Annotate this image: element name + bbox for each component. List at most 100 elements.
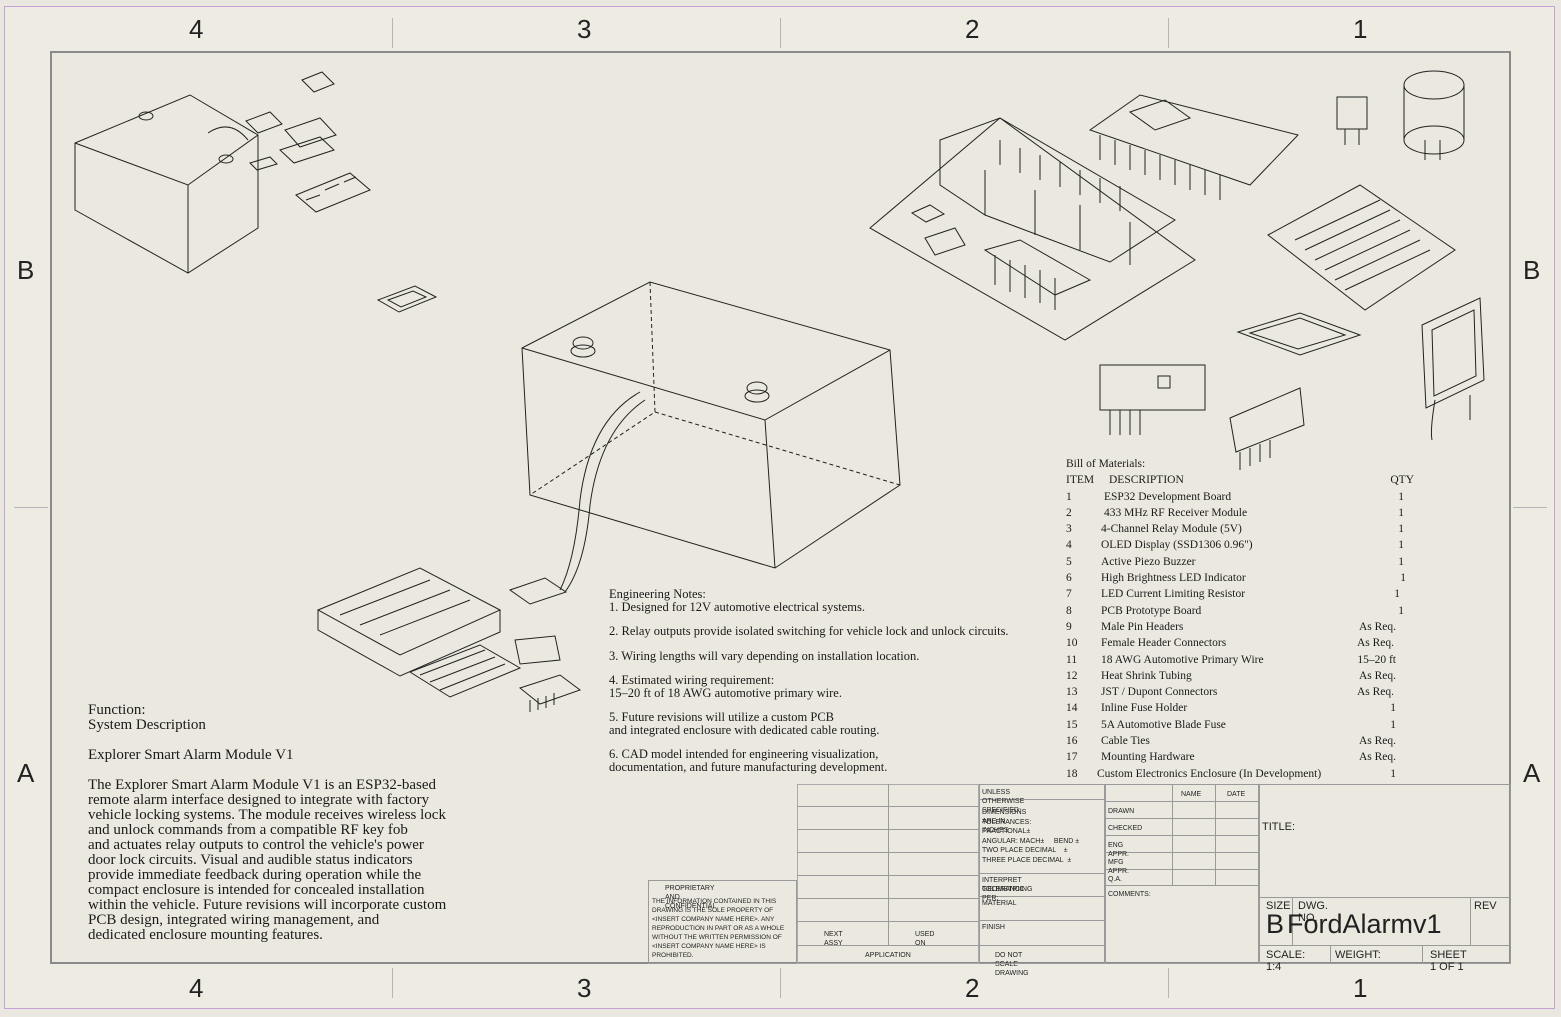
zone-col-4-bottom: 4	[189, 973, 204, 1003]
tolerance-box	[979, 784, 1105, 964]
bom-item: 13	[1066, 686, 1078, 699]
bom-item: 11	[1066, 653, 1078, 666]
bom-qty: As Req.	[1358, 620, 1396, 633]
comments-label: COMMENTS:	[1108, 891, 1151, 898]
note-4: 4. Estimated wiring requirement: 15–20 f…	[609, 673, 842, 700]
zone-tick	[780, 18, 781, 48]
bom-qty: 1	[1398, 555, 1404, 568]
bom-description: 4-Channel Relay Module (5V)	[1101, 523, 1242, 536]
zone-tick	[780, 968, 781, 998]
bom-item: 15	[1066, 718, 1078, 731]
rev-label: REV	[1474, 900, 1497, 912]
dwg-no-value: FordAlarmv1	[1287, 909, 1442, 939]
components-cluster-bottomleft	[316, 567, 582, 712]
bom-heading: Bill of Materials:	[1066, 458, 1146, 470]
dwg-no-label: DWG. NO.	[1298, 900, 1328, 924]
enclosure-large-view	[521, 281, 901, 593]
enclosure-small-view	[74, 94, 259, 274]
interpret-label: INTERPRET GEOMETRIC	[982, 877, 1025, 893]
zone-col-4-top: 4	[189, 14, 204, 44]
bom-description: High Brightness LED Indicator	[1101, 572, 1246, 585]
function-heading: Function:	[88, 702, 146, 718]
components-cluster-topleft	[245, 71, 438, 313]
zone-col-2-top: 2	[965, 14, 980, 44]
zone-tick	[1513, 507, 1547, 508]
bom-qty: 1	[1398, 490, 1404, 503]
function-description: Function: System Description Explorer Sm…	[88, 703, 508, 943]
title-area-box	[1259, 784, 1511, 964]
bom-qty: As Req.	[1358, 735, 1396, 748]
bom-qty: 1	[1390, 702, 1396, 715]
qa-label: Q.A.	[1108, 876, 1123, 883]
drawing-border	[50, 51, 1511, 964]
do-not-scale-label: DO NOT SCALE DRAWING	[995, 952, 1029, 977]
angular-label: ANGULAR: MACH± BEND ±	[982, 838, 1080, 845]
bom-description: Heat Shrink Tubing	[1101, 669, 1192, 682]
bom-item: 3	[1066, 523, 1072, 536]
product-title: Explorer Smart Alarm Module V1	[88, 747, 294, 763]
description-paragraph: The Explorer Smart Alarm Module V1 is an…	[88, 777, 447, 943]
bom-description: Active Piezo Buzzer	[1101, 555, 1196, 568]
bom-qty: As Req.	[1356, 637, 1394, 650]
bill-of-materials: Bill of Materials: ITEM DESCRIPTION QTY …	[1066, 456, 1446, 782]
fractional-label: FRACTIONAL±	[982, 828, 1031, 835]
size-value: B	[1266, 909, 1285, 939]
zone-tick	[392, 18, 393, 48]
weight-label: WEIGHT:	[1335, 949, 1381, 961]
bom-item: 18	[1066, 767, 1078, 780]
oled-display-view	[1236, 297, 1485, 441]
bom-qty: 1	[1398, 539, 1404, 552]
proprietary-box	[648, 880, 797, 964]
bom-row: 4 OLED Display (SSD1306 0.96") 1	[1066, 537, 1446, 553]
date-label: DATE	[1227, 791, 1246, 798]
zone-tick	[1168, 968, 1169, 998]
drawn-label: DRAWN	[1108, 808, 1135, 815]
eng-appr-label: ENG APPR.	[1108, 842, 1130, 858]
relay-module-view	[869, 117, 1196, 341]
bom-description: PCB Prototype Board	[1101, 604, 1202, 617]
zone-tick	[14, 507, 48, 508]
bom-qty: As Req.	[1358, 751, 1396, 764]
bom-qty: 1	[1398, 523, 1404, 536]
title-label: TITLE:	[1262, 821, 1296, 833]
bom-item: 6	[1066, 572, 1072, 585]
approvals-box	[1105, 784, 1259, 964]
bom-item: 7	[1066, 588, 1072, 601]
bom-description: 18 AWG Automotive Primary Wire	[1101, 653, 1264, 666]
zone-col-1-bottom: 1	[1353, 973, 1368, 1003]
zone-tick	[392, 968, 393, 998]
three-place-label: THREE PLACE DECIMAL ±	[982, 857, 1072, 864]
sheet-label: SHEET 1 OF 1	[1430, 949, 1467, 973]
bom-item: 17	[1066, 751, 1078, 764]
bom-qty: 15–20 ft	[1357, 653, 1396, 666]
mfg-appr-label: MFG APPR.	[1108, 859, 1130, 875]
bom-item: 8	[1066, 604, 1072, 617]
tolerancing-label: TOLERANCING PER:	[982, 886, 1033, 902]
finish-label: FINISH	[982, 924, 1005, 931]
next-assy-label: NEXT ASSY	[824, 931, 843, 947]
buzzer-led-view	[1336, 70, 1465, 160]
zone-row-a-left: A	[17, 758, 35, 788]
zone-tick	[1168, 18, 1169, 48]
bom-item: 4	[1066, 539, 1072, 552]
bom-description: 433 MHz RF Receiver Module	[1104, 506, 1248, 519]
prototype-pcb-view	[1267, 184, 1456, 311]
used-on-label: USED ON	[915, 931, 935, 947]
zone-row-b-left: B	[17, 255, 35, 285]
bom-description: OLED Display (SSD1306 0.96")	[1101, 539, 1253, 552]
note-2: 2. Relay outputs provide isolated switch…	[609, 624, 1009, 638]
checked-label: CHECKED	[1108, 825, 1143, 832]
